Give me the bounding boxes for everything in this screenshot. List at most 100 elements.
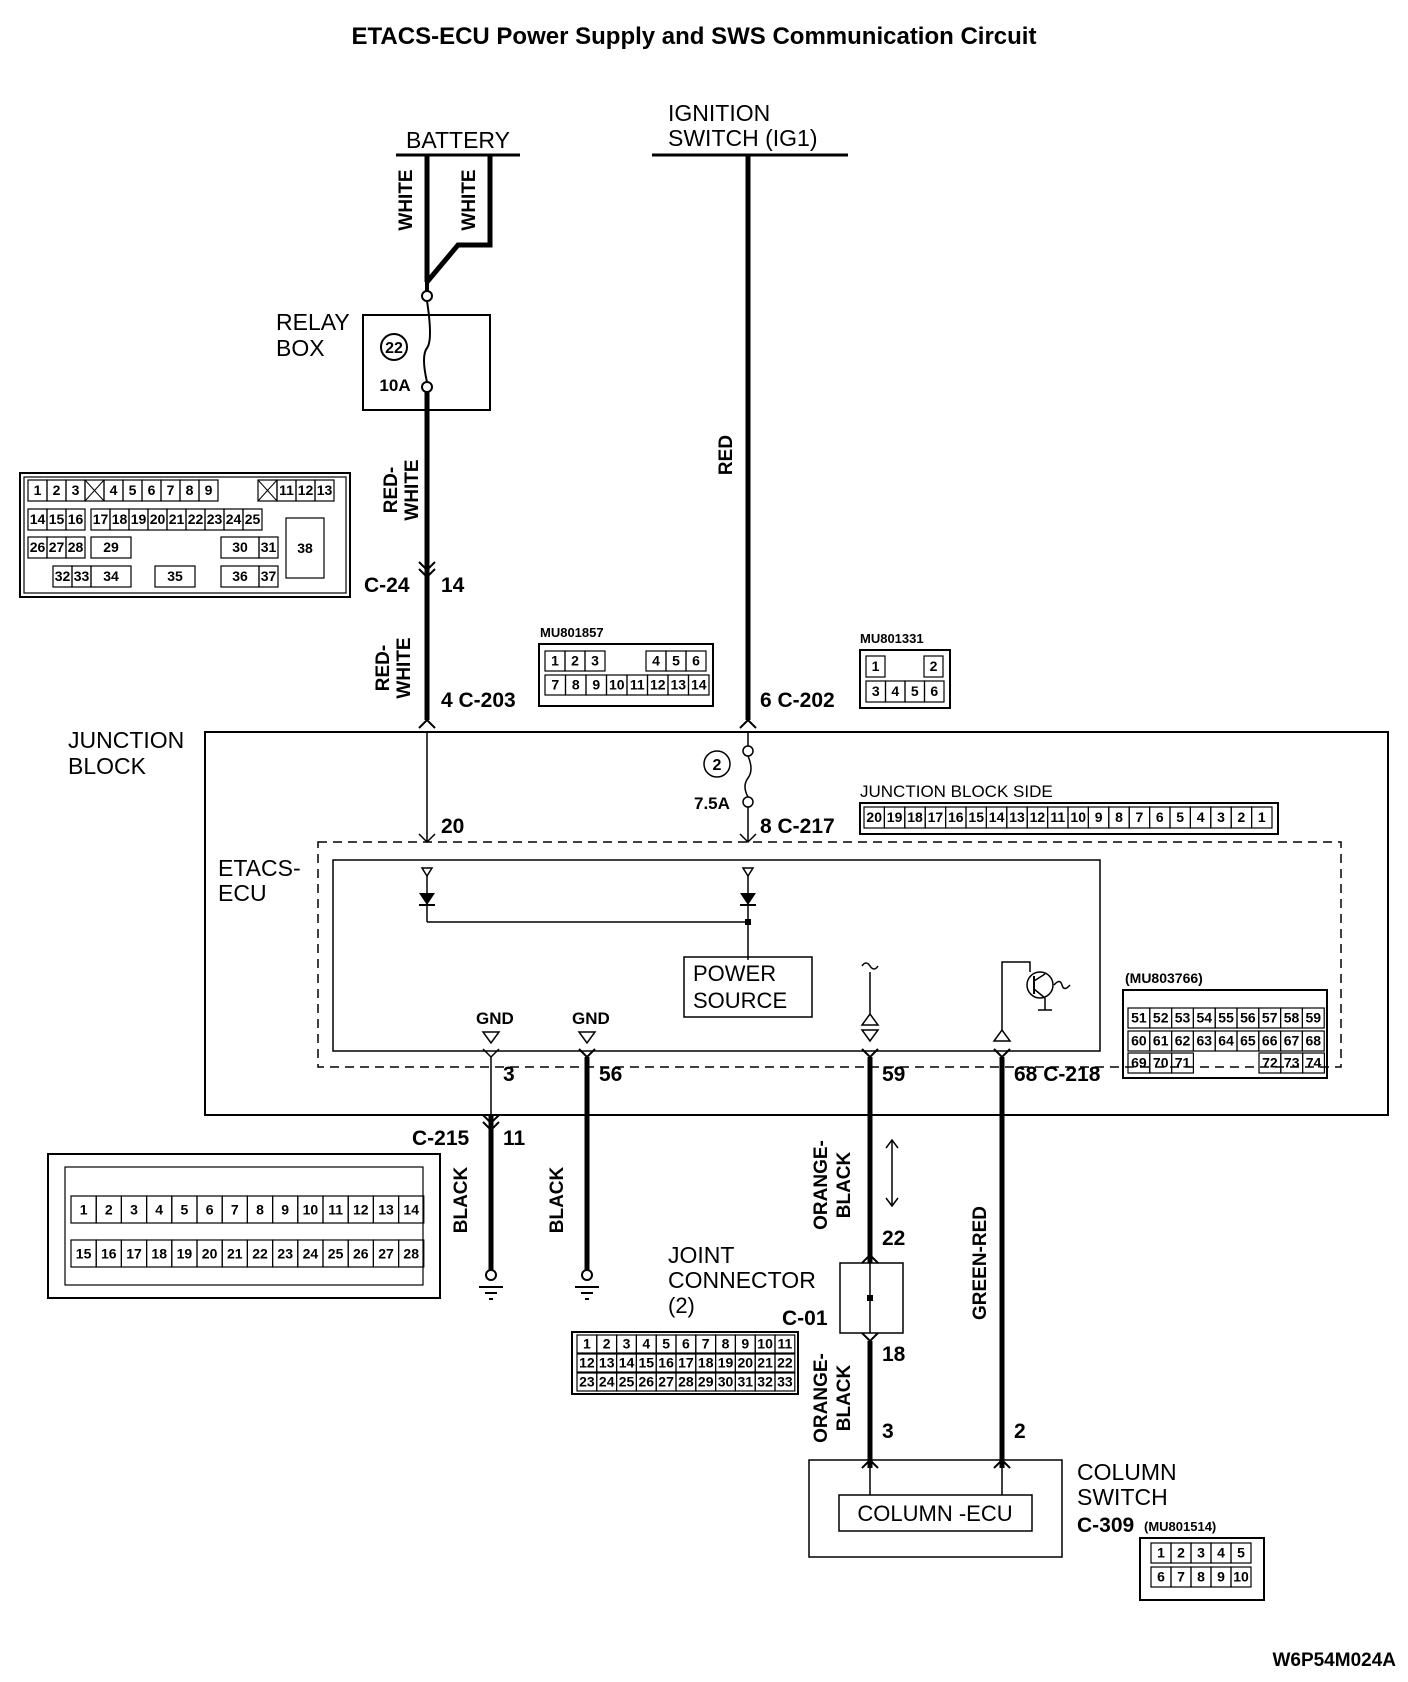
- c24-blank-pin: [84, 479, 105, 502]
- junction-dot: [745, 919, 751, 925]
- c217-pin: 7: [1136, 809, 1144, 825]
- pin3-label: 3: [503, 1063, 515, 1086]
- fuse2-terminal-bottom: [742, 796, 754, 808]
- c203-pin: 10: [609, 677, 625, 693]
- c24-pin: 23: [207, 511, 223, 527]
- c203-pin: 6: [692, 653, 700, 669]
- c215-pin: 7: [231, 1202, 239, 1218]
- transistor-collector: [1033, 973, 1046, 982]
- c24-pin: 26: [30, 539, 46, 555]
- c01-cell: [774, 1372, 796, 1392]
- pin2-label: 2: [1014, 1420, 1026, 1443]
- wire-color-red-white-1b: WHITE: [402, 459, 423, 520]
- c24-pin: 14: [441, 574, 465, 597]
- wire-color-orange-black-1a: ORANGE-: [811, 1140, 832, 1230]
- c215-pin: 4: [155, 1202, 163, 1218]
- etacs-ecu-boundary: [317, 841, 1342, 1068]
- wire-color-red-white-2a: RED-: [373, 645, 394, 691]
- c217-connector-face: [859, 802, 1279, 835]
- transistor-terminal: [992, 1028, 1012, 1042]
- c24-cell: [65, 536, 86, 559]
- c24-pin: 13: [317, 482, 333, 498]
- c24-pin: 3: [72, 482, 80, 498]
- jb-pin20: 20: [441, 815, 464, 838]
- c309-cell: [1230, 1542, 1252, 1564]
- c01-pin: 13: [599, 1355, 615, 1371]
- c218-pin: 53: [1175, 1010, 1191, 1026]
- c218-pin: 68: [1306, 1033, 1322, 1049]
- c24-pin: 4: [110, 482, 118, 498]
- c215-pin: 25: [328, 1246, 344, 1262]
- c218-cell: [1301, 1052, 1325, 1074]
- c01-pin: 8: [722, 1336, 730, 1352]
- c218-pin: 58: [1284, 1010, 1300, 1026]
- c215-connector-face: [47, 1153, 441, 1299]
- c218-pin: 67: [1284, 1033, 1300, 1049]
- c309-pin: 10: [1233, 1569, 1249, 1585]
- c24-pin: 6: [148, 482, 156, 498]
- wire-color-white-2: WHITE: [459, 169, 480, 230]
- pin18-label: 18: [882, 1343, 906, 1366]
- c309-pin: 9: [1217, 1569, 1225, 1585]
- ground-terminal-2: [581, 1269, 593, 1281]
- transistor-icon: [1026, 971, 1054, 999]
- c215-pin: 1: [80, 1202, 88, 1218]
- c215-pin: 28: [403, 1246, 419, 1262]
- c309-pin: 3: [1197, 1545, 1205, 1561]
- power-source-box: [683, 956, 813, 1018]
- c218-pin: 65: [1240, 1033, 1256, 1049]
- c202-part-number: MU801331: [860, 631, 924, 646]
- c24-pin: 7: [167, 482, 175, 498]
- c215-pin: 10: [303, 1202, 319, 1218]
- battery-label: BATTERY: [406, 127, 510, 153]
- c203-pin: 1: [551, 653, 559, 669]
- diagram-title: ETACS-ECU Power Supply and SWS Communica…: [352, 23, 1037, 50]
- c309-pin: 5: [1237, 1545, 1245, 1561]
- c24-pin: 33: [74, 568, 90, 584]
- c24-pin: 29: [103, 539, 119, 555]
- c203-pin: 5: [672, 653, 680, 669]
- transistor-lead: [1001, 961, 1031, 1030]
- c203-pin: 12: [650, 677, 666, 693]
- c01-pin: 24: [599, 1374, 615, 1390]
- c217-pin: 9: [1095, 809, 1103, 825]
- c01-pin: 29: [698, 1374, 714, 1390]
- c01-pin: 23: [579, 1374, 595, 1390]
- c24-pin: 38: [297, 540, 313, 556]
- c24-connector-inner: [23, 476, 347, 594]
- c01-pin: 12: [579, 1355, 595, 1371]
- c203-pin: 7: [551, 677, 559, 693]
- c203-pin: 13: [670, 677, 686, 693]
- c218-pin: 73: [1284, 1055, 1300, 1071]
- c24-cell: [154, 565, 196, 588]
- c215-pin: 26: [353, 1246, 369, 1262]
- c01-pin: 9: [741, 1336, 749, 1352]
- c203-ref: 4 C-203: [441, 689, 516, 712]
- c309-connector-face: [1139, 1537, 1265, 1601]
- c202-cell: [923, 655, 944, 678]
- c215-pin: 19: [177, 1246, 193, 1262]
- c218-pin: 55: [1218, 1010, 1234, 1026]
- fuse22-number: 22: [385, 340, 403, 357]
- c24-cell: [242, 508, 263, 531]
- c24-pin: 15: [49, 511, 65, 527]
- c24-pin: 28: [68, 539, 84, 555]
- c01-pin: 4: [642, 1336, 650, 1352]
- junction-block-label-1: JUNCTION: [68, 727, 184, 753]
- c24-ref: C-24: [364, 574, 410, 597]
- diode-2-icon: [740, 893, 756, 905]
- c24-blank-pin: [257, 479, 278, 502]
- c215-pin: 2: [105, 1202, 113, 1218]
- pin56-mark: [578, 1048, 596, 1059]
- c218-pin: 60: [1131, 1033, 1147, 1049]
- c202-pin: 5: [911, 683, 919, 699]
- c215-pin: 23: [277, 1246, 293, 1262]
- c215-pin: 15: [76, 1246, 92, 1262]
- gnd-terminal-56: [577, 1031, 597, 1045]
- column-label-2: SWITCH: [1077, 1484, 1168, 1510]
- joint-label-1: JOINT: [668, 1242, 734, 1268]
- c203-pin: 4: [652, 653, 660, 669]
- pin3b-label: 3: [882, 1420, 894, 1443]
